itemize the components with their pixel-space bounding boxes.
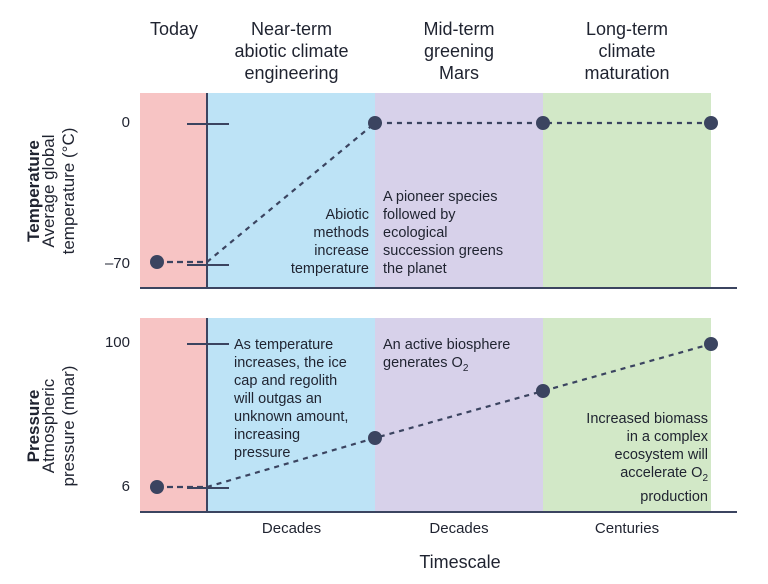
temp-band-near — [207, 93, 375, 288]
pres-tick-6 — [187, 487, 229, 489]
pres-note-mid-sub: 2 — [462, 362, 469, 374]
pres-note-long: Increased biomass in a complex ecosystem… — [548, 410, 708, 506]
pres-point-today — [150, 480, 164, 494]
pres-note-near: As temperature increases, the ice cap an… — [234, 337, 349, 461]
temp-tick-label-0: 0 — [121, 114, 130, 131]
pres-tick-label-100: 100 — [104, 334, 130, 351]
pres-trajectory — [206, 342, 712, 489]
pres-point-long-end — [704, 337, 718, 351]
pres-note-mid-text: An active biosphere generates O — [383, 337, 511, 371]
temp-point-long-end — [704, 116, 718, 130]
temp-note-near: Abiotic methods increase temperature — [290, 207, 369, 277]
pres-x-axis — [140, 511, 737, 513]
pres-point-near-end — [368, 431, 382, 445]
temp-point-near-end — [368, 116, 382, 130]
phase-title-mid-term: Mid-term greening Mars — [423, 19, 495, 83]
phase-title-today: Today — [149, 19, 199, 39]
temp-band-long — [543, 93, 711, 288]
temp-band-today — [140, 93, 207, 288]
pres-band-today — [140, 318, 207, 512]
pres-band-long — [543, 318, 711, 512]
pres-band-near — [207, 318, 375, 512]
temp-tick-neg70 — [187, 264, 229, 266]
pres-note-mid: An active biosphere generates O2 — [383, 336, 541, 378]
temp-y-axis — [206, 93, 208, 288]
phase-title-near-term: Near-term abiotic climate engineering — [234, 19, 349, 83]
timescale-title: Timescale — [419, 552, 501, 572]
timescale-label-long: Centuries — [594, 520, 660, 537]
pres-tick-label-6: 6 — [121, 478, 130, 495]
pres-note-long-text: Increased biomass in a complex ecosystem… — [586, 411, 708, 481]
temp-tick-label-neg70: –70 — [104, 255, 130, 272]
pres-note-long-tail: production — [640, 488, 708, 505]
pres-y-axis — [206, 318, 208, 512]
temp-note-mid: A pioneer species followed by ecological… — [383, 189, 504, 277]
timescale-label-near: Decades — [261, 520, 322, 537]
timescale-label-mid: Decades — [429, 520, 489, 537]
pres-note-long-sub: 2 — [702, 472, 708, 484]
temp-x-axis — [140, 287, 737, 289]
pres-point-mid-end — [536, 384, 550, 398]
phase-title-long-term: Long-term climate maturation — [584, 19, 670, 83]
temp-tick-0 — [187, 123, 229, 125]
temp-band-mid — [375, 93, 543, 288]
temp-point-mid-end — [536, 116, 550, 130]
pres-tick-100 — [187, 343, 229, 345]
temp-point-today — [150, 255, 164, 269]
temp-trajectory — [206, 121, 711, 263]
